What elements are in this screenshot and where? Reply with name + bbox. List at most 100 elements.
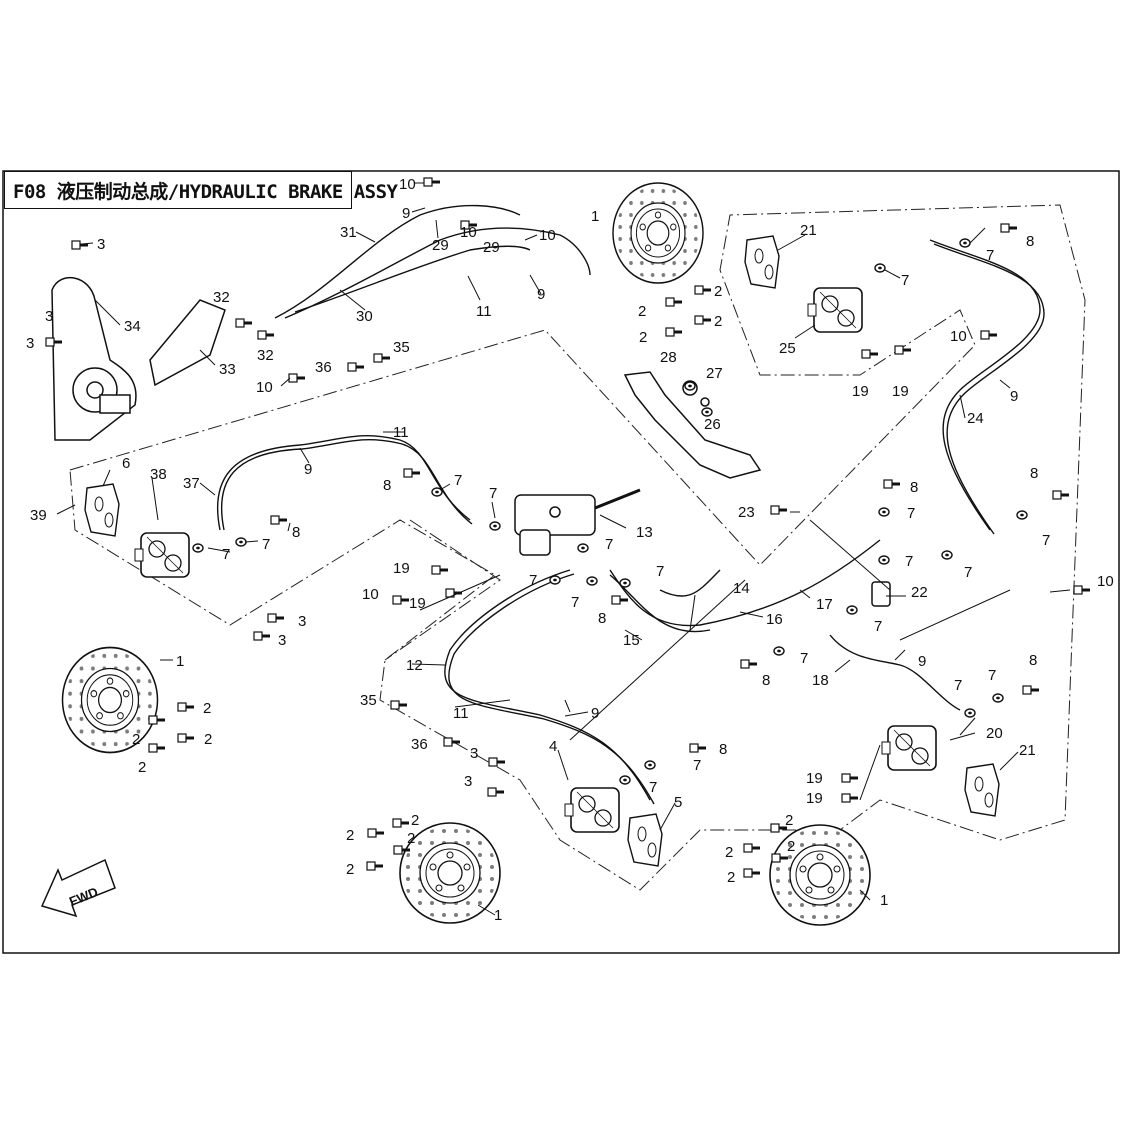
callout-c-9f: 9: [918, 653, 926, 670]
callout-c-29b: 29: [483, 239, 500, 256]
callout-c-19e: 19: [806, 770, 823, 787]
callout-c-2c: 2: [204, 731, 212, 748]
caliper-rear-top: [807, 287, 863, 333]
callout-c-17: 17: [816, 596, 833, 613]
callout-c-20: 20: [986, 725, 1003, 742]
callout-c-10e: 10: [362, 586, 379, 603]
callout-labels: 10 9 29 10 31 10 29 9 11 30 3 34 3 3 32 …: [26, 176, 1114, 924]
callout-c-36a: 36: [315, 359, 332, 376]
brake-pads-front-left: [84, 483, 120, 537]
callout-c-1c: 1: [494, 907, 502, 924]
callout-c-2e: 2: [714, 283, 722, 300]
callout-c-7o: 7: [874, 618, 882, 635]
callout-c-2j: 2: [346, 827, 354, 844]
callout-c-3e: 3: [278, 632, 286, 649]
brake-disc-left: [61, 646, 159, 754]
callout-c-9a: 9: [402, 205, 410, 222]
callout-c-8a: 8: [383, 477, 391, 494]
diagram-title: F08 液压制动总成/HYDRAULIC BRAKE ASSY: [4, 171, 398, 209]
callout-c-7n: 7: [905, 553, 913, 570]
callout-c-7d: 7: [222, 546, 230, 563]
callout-c-7i: 7: [693, 757, 701, 774]
fwd-arrow: FWD: [40, 858, 116, 918]
callout-c-21a: 21: [800, 222, 817, 239]
callout-c-36b: 36: [411, 736, 428, 753]
callout-c-7b: 7: [489, 485, 497, 502]
callout-c-38: 38: [150, 466, 167, 483]
callout-c-10c: 10: [460, 224, 477, 241]
callout-c-15: 15: [623, 632, 640, 649]
callout-c-35a: 35: [393, 339, 410, 356]
callout-c-2a: 2: [203, 700, 211, 717]
callout-c-2h: 2: [639, 329, 647, 346]
callout-c-1a: 1: [176, 653, 184, 670]
callout-c-24: 24: [967, 410, 984, 427]
callout-c-34: 34: [124, 318, 141, 335]
callout-c-14: 14: [733, 580, 750, 597]
callout-c-8h: 8: [762, 672, 770, 689]
callout-c-8g: 8: [1030, 465, 1038, 482]
callout-c-11a: 11: [476, 303, 492, 320]
callout-c-25: 25: [779, 340, 796, 357]
callout-c-10f: 10: [950, 328, 967, 345]
callout-c-6: 6: [122, 455, 130, 472]
hand-brake-lever: [51, 276, 137, 441]
callout-c-8e: 8: [1026, 233, 1034, 250]
lever-bracket: [149, 299, 226, 387]
callout-c-7r: 7: [800, 650, 808, 667]
callout-c-8b: 8: [292, 524, 300, 541]
brake-pads-rear-bottom: [964, 763, 1000, 817]
group-outlines: [69, 204, 1086, 891]
callout-c-7t: 7: [954, 677, 962, 694]
callout-c-7a: 7: [454, 472, 462, 489]
callout-c-10d: 10: [256, 379, 273, 396]
outer-border: [2, 170, 1120, 954]
callout-c-2p: 2: [727, 869, 735, 886]
callout-c-7q: 7: [964, 564, 972, 581]
callout-c-29a: 29: [432, 237, 449, 254]
callout-c-30: 30: [356, 308, 373, 325]
callout-c-32b: 32: [257, 347, 274, 364]
callout-c-37: 37: [183, 475, 200, 492]
callout-c-26: 26: [704, 416, 721, 433]
callout-c-3g: 3: [464, 773, 472, 790]
callout-c-3a: 3: [97, 236, 105, 253]
callout-c-27: 27: [706, 365, 723, 382]
callout-c-33: 33: [219, 361, 236, 378]
callout-c-7h: 7: [656, 563, 664, 580]
callout-c-35b: 35: [360, 692, 377, 709]
callout-c-7j: 7: [649, 779, 657, 796]
callout-c-7m: 7: [907, 505, 915, 522]
brake-disc-top: [612, 182, 704, 284]
callout-c-7k: 7: [901, 272, 909, 289]
callout-c-7e: 7: [605, 536, 613, 553]
callout-c-9b: 9: [537, 286, 545, 303]
callout-c-4: 4: [549, 738, 557, 755]
callout-c-2n: 2: [725, 844, 733, 861]
callout-c-10b: 10: [539, 227, 556, 244]
brake-lines: [216, 204, 1045, 805]
callout-c-19d: 19: [892, 383, 909, 400]
callout-c-19b: 19: [409, 595, 426, 612]
caliper-front-left: [134, 532, 190, 578]
callout-c-2b: 2: [132, 731, 140, 748]
washers: [192, 238, 1028, 785]
callout-c-1b: 1: [591, 208, 599, 225]
callout-c-11b: 11: [393, 424, 409, 441]
callout-c-8d: 8: [719, 741, 727, 758]
callout-c-2k: 2: [407, 830, 415, 847]
callout-c-18: 18: [812, 672, 829, 689]
callout-c-13: 13: [636, 524, 653, 541]
callout-c-7c: 7: [262, 536, 270, 553]
caliper-rear-bottom: [881, 725, 937, 771]
callout-c-9e: 9: [1010, 388, 1018, 405]
callout-c-9c: 9: [304, 461, 312, 478]
callout-c-23: 23: [738, 504, 755, 521]
callout-c-2i: 2: [411, 812, 419, 829]
callout-c-16: 16: [766, 611, 783, 628]
callout-c-39: 39: [30, 507, 47, 524]
callout-c-19f: 19: [806, 790, 823, 807]
callout-c-7l: 7: [986, 247, 994, 264]
callout-c-3d: 3: [298, 613, 306, 630]
callout-c-7s: 7: [988, 667, 996, 684]
